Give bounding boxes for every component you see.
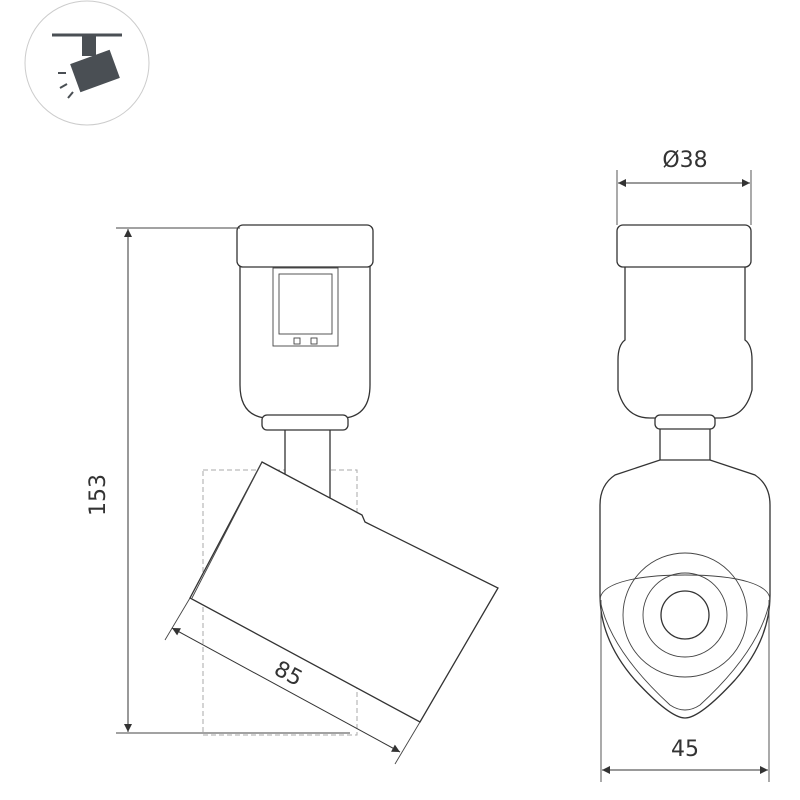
width-label: 45 xyxy=(671,737,699,762)
length-label: 85 xyxy=(270,657,306,692)
front-view xyxy=(599,224,771,719)
diameter-dimension: Ø38 xyxy=(616,148,752,225)
track-spotlight-icon xyxy=(24,0,150,126)
height-label: 153 xyxy=(86,474,111,516)
diameter-label: Ø38 xyxy=(662,148,707,173)
width-dimension: 45 xyxy=(600,600,770,782)
side-view xyxy=(189,224,499,736)
